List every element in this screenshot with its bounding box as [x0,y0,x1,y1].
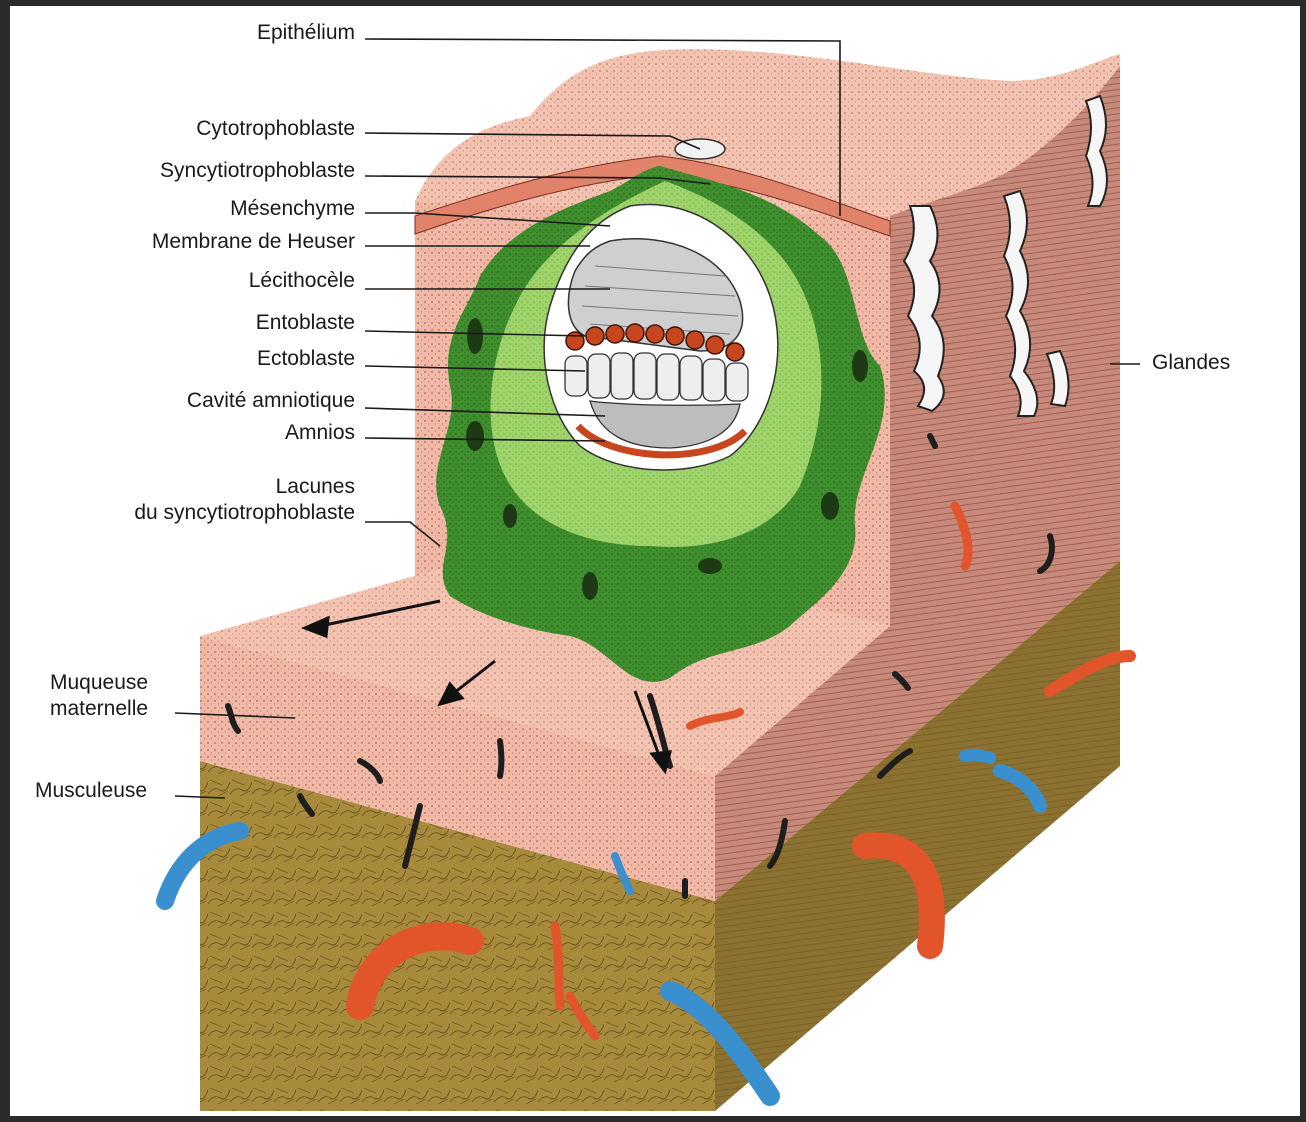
label-lacunes-line1: Lacunes [276,474,355,500]
label-entoblaste: Entoblaste [256,310,355,336]
label-ectoblaste: Ectoblaste [257,346,355,372]
label-amnios: Amnios [285,420,355,446]
label-epithelium: Epithélium [257,20,355,46]
diagram-canvas: Epithélium Cytotrophoblaste Syncytiotrop… [10,6,1300,1116]
label-cavite-amniotique: Cavité amniotique [187,388,355,414]
label-cytotrophoblaste: Cytotrophoblaste [196,116,355,142]
label-syncytiotrophoblaste: Syncytiotrophoblaste [160,158,355,184]
label-muqueuse-line1: Muqueuse [50,670,148,696]
label-lecithocele: Lécithocèle [249,268,355,294]
label-membrane-heuser: Membrane de Heuser [152,229,355,255]
label-mesenchyme: Mésenchyme [230,196,355,222]
label-muqueuse-line2: maternelle [50,696,148,722]
label-lacunes-line2: du syncytiotrophoblaste [134,500,355,526]
label-musculeuse: Musculeuse [35,778,147,804]
label-glandes: Glandes [1152,350,1230,376]
